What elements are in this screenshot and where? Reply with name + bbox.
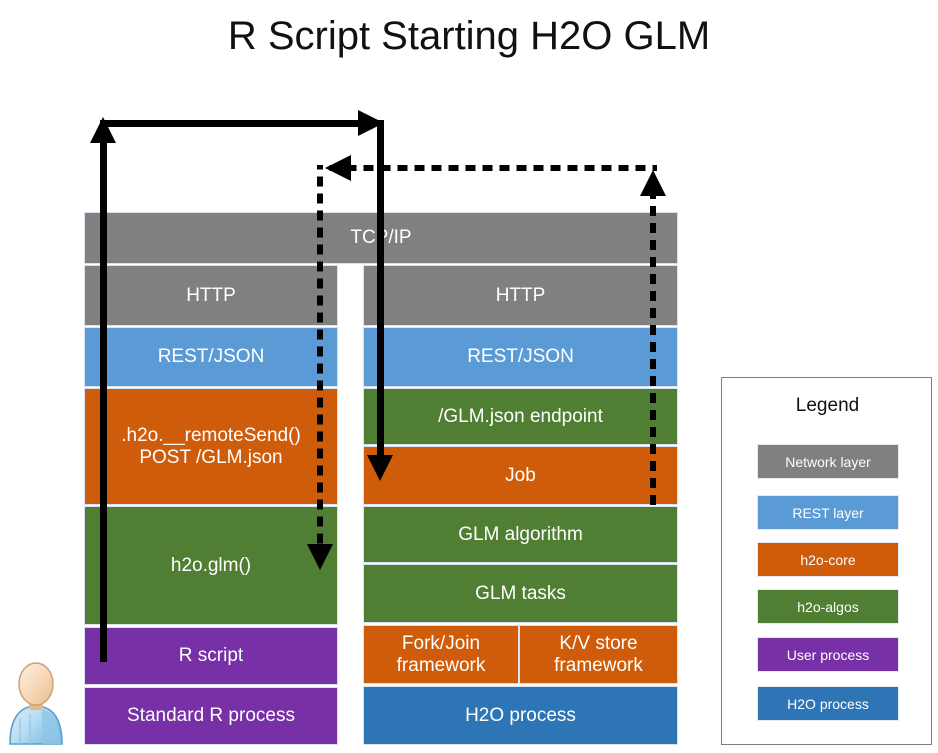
request-arrow-head-down — [367, 455, 393, 481]
left-block-standard-r-process: Standard R process — [84, 687, 338, 745]
left-block-rest-json: REST/JSON — [84, 327, 338, 387]
response-arrow-vertical-left — [317, 165, 324, 545]
legend-item-h2o-process: H2O process — [757, 686, 899, 721]
legend-item-user-process: User process — [757, 637, 899, 672]
page-title: R Script Starting H2O GLM — [227, 14, 711, 58]
request-arrow-vertical-right — [377, 120, 384, 457]
response-arrow-head-up — [640, 170, 666, 196]
left-block-h2o-glm: h2o.glm() — [84, 506, 338, 625]
right-block-glm-json-endpoint: /GLM.json endpoint — [363, 388, 678, 445]
response-arrow-vertical-right — [650, 196, 657, 505]
right-block-glm-algorithm: GLM algorithm — [363, 506, 678, 563]
legend-item-rest-layer: REST layer — [757, 495, 899, 530]
legend-item-h2o-algos: h2o-algos — [757, 589, 899, 624]
legend-title: Legend — [795, 395, 860, 416]
response-arrow-head-down — [307, 544, 333, 570]
request-arrow-horizontal-top — [100, 120, 365, 127]
left-block-remotesend: .h2o.__remoteSend() POST /GLM.json — [84, 388, 338, 505]
legend-item-network-layer: Network layer — [757, 444, 899, 479]
right-block-kv-store-framework: K/V store framework — [519, 625, 678, 684]
request-arrow-vertical-left — [100, 140, 107, 662]
right-block-rest-json: REST/JSON — [363, 327, 678, 387]
right-block-fork-join-framework: Fork/Join framework — [363, 625, 519, 684]
user-actor-icon — [9, 662, 63, 745]
legend-panel: Legend Network layer REST layer h2o-core… — [721, 377, 932, 745]
right-block-job: Job — [363, 446, 678, 505]
response-arrow-head-left — [325, 155, 351, 181]
legend-item-h2o-core: h2o-core — [757, 542, 899, 577]
right-block-glm-tasks: GLM tasks — [363, 564, 678, 623]
left-block-http: HTTP — [84, 265, 338, 326]
left-block-r-script: R script — [84, 627, 338, 685]
response-arrow-horizontal — [325, 165, 657, 172]
right-block-http: HTTP — [363, 265, 678, 326]
right-block-h2o-process: H2O process — [363, 686, 678, 745]
